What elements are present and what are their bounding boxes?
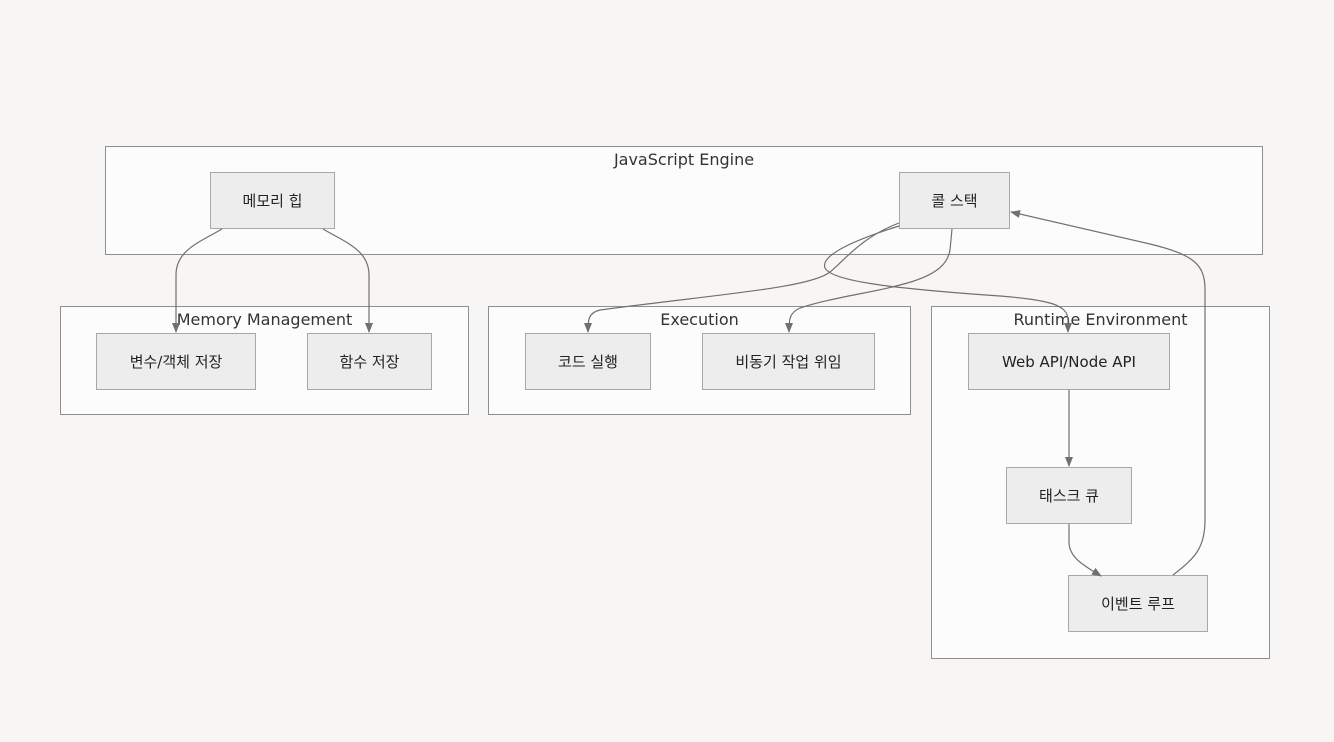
cluster-title-javascript-engine: JavaScript Engine (613, 150, 755, 169)
node-async-delegation[interactable]: 비동기 작업 위임 (702, 333, 875, 390)
node-task-queue[interactable]: 태스크 큐 (1006, 467, 1132, 524)
node-event-loop[interactable]: 이벤트 루프 (1068, 575, 1208, 632)
node-variable-object-storage[interactable]: 변수/객체 저장 (96, 333, 256, 390)
node-memory-heap[interactable]: 메모리 힙 (210, 172, 335, 229)
cluster-title-memory-management: Memory Management (176, 310, 353, 329)
node-web-node-api[interactable]: Web API/Node API (968, 333, 1170, 390)
node-code-execution[interactable]: 코드 실행 (525, 333, 651, 390)
cluster-title-execution: Execution (660, 310, 739, 329)
node-function-storage[interactable]: 함수 저장 (307, 333, 432, 390)
node-call-stack[interactable]: 콜 스택 (899, 172, 1010, 229)
cluster-title-runtime-environment: Runtime Environment (1013, 310, 1188, 329)
